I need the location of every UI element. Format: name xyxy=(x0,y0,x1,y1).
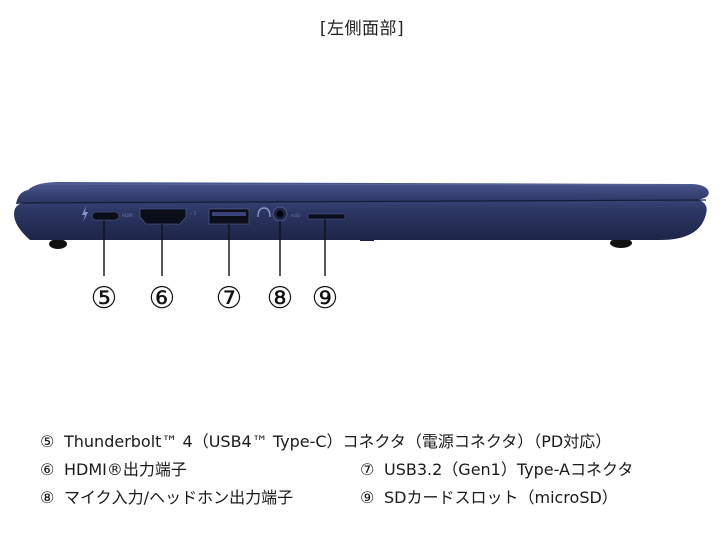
callout-5: ⑤ xyxy=(91,281,118,316)
laptop-side-view: HDMI ⌁ 5 mSD ⑤ ⑥ ⑦ ⑧ ⑨ xyxy=(14,182,709,316)
legend-item-microsd: ⑨ SDカードスロット（microSD） xyxy=(360,484,618,512)
legend-number: ⑧ xyxy=(40,488,55,507)
usb-a-tongue xyxy=(212,212,246,216)
chassis-body xyxy=(14,198,707,240)
callout-6: ⑥ xyxy=(149,281,176,316)
legend-number: ⑥ xyxy=(40,460,55,479)
legend-number: ⑨ xyxy=(360,488,375,507)
legend-number: ⑦ xyxy=(360,460,375,479)
lid xyxy=(16,182,709,204)
left-foot xyxy=(49,239,67,249)
legend-label: マイク入力/ヘッドホン出力端子 xyxy=(64,488,294,507)
legend-number: ⑤ xyxy=(40,432,55,451)
legend-label: Thunderbolt™ 4（USB4™ Type-C）コネクタ（電源コネクタ）… xyxy=(64,432,612,451)
lid-highlight xyxy=(39,183,691,186)
legend-item-thunderbolt: ⑤ Thunderbolt™ 4（USB4™ Type-C）コネクタ（電源コネクタ… xyxy=(40,428,611,456)
lid-seam xyxy=(21,199,707,204)
legend-label: HDMI®出力端子 xyxy=(64,460,187,479)
headset-icon xyxy=(257,207,271,218)
right-foot xyxy=(610,238,632,248)
callout-9: ⑨ xyxy=(312,281,339,316)
thunderbolt-icon xyxy=(82,206,88,222)
callout-8: ⑧ xyxy=(267,281,294,316)
page-title: [左側面部] xyxy=(319,19,405,39)
legend-item-audio: ⑧ マイク入力/ヘッドホン出力端子 xyxy=(40,484,293,512)
hdmi-port-marking: HDMI xyxy=(122,213,133,218)
legend-label: USB3.2（Gen1）Type-Aコネクタ xyxy=(384,460,634,479)
audio-jack-hole xyxy=(276,210,284,218)
usb-c-port xyxy=(91,211,120,221)
hdmi-port xyxy=(139,208,187,225)
microsd-marking: mSD xyxy=(291,213,301,218)
legend-item-usb-a: ⑦ USB3.2（Gen1）Type-Aコネクタ xyxy=(360,456,633,484)
callout-7: ⑦ xyxy=(216,281,243,316)
usb-a-port xyxy=(208,208,250,225)
legend-label: SDカードスロット（microSD） xyxy=(384,488,618,507)
microsd-slot xyxy=(307,213,346,220)
legend-item-hdmi: ⑥ HDMI®出力端子 xyxy=(40,456,187,484)
usb-a-port-marking: ⌁ 5 xyxy=(190,211,197,216)
